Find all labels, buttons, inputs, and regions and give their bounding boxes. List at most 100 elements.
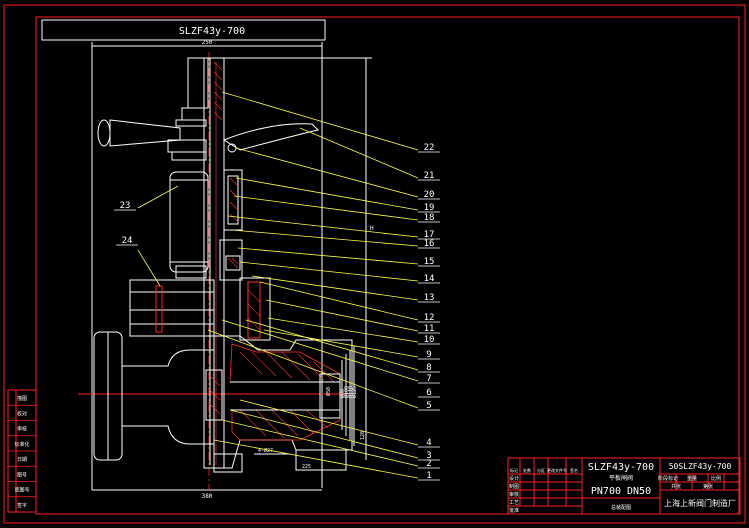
- part-label-7: 7: [418, 374, 440, 384]
- svg-text:3: 3: [426, 451, 431, 461]
- valve-body: [93, 331, 353, 473]
- stamp-label: 审核: [17, 426, 27, 433]
- tb-model-main: SLZF43y-700: [588, 462, 654, 473]
- tb-stage-label: 阶段标记: [658, 475, 678, 482]
- part-label-3: 3: [418, 451, 440, 461]
- svg-text:19: 19: [424, 203, 435, 213]
- part-label-19: 19: [418, 203, 440, 213]
- svg-text:18: 18: [424, 213, 435, 223]
- part-label-6: 6: [418, 388, 440, 398]
- part-label-1: 1: [418, 471, 440, 481]
- svg-text:11: 11: [424, 324, 435, 334]
- tb-col-label: 分区: [537, 467, 545, 473]
- part-label-24: 24: [116, 236, 138, 246]
- tb-col-label: 标记: [510, 467, 518, 473]
- svg-text:23: 23: [120, 201, 131, 211]
- svg-text:6: 6: [426, 388, 431, 398]
- tb-manufacturer: 上海上新阀门制造厂: [664, 498, 736, 508]
- svg-text:250: 250: [202, 39, 213, 46]
- svg-text:Ø110: Ø110: [347, 386, 354, 398]
- svg-text:5: 5: [426, 401, 431, 411]
- stamp-label: 签字: [17, 502, 27, 509]
- tb-row-label: 审核: [509, 491, 519, 498]
- part-label-2: 2: [418, 459, 440, 469]
- tb-row-label: 批准: [509, 507, 519, 514]
- part-label-13: 13: [418, 293, 440, 303]
- svg-text:21: 21: [424, 171, 435, 181]
- part-label-14: 14: [418, 274, 440, 284]
- svg-text:24: 24: [122, 236, 133, 246]
- stamp-label: 图号: [17, 472, 27, 478]
- svg-text:20: 20: [424, 190, 435, 200]
- svg-text:17: 17: [424, 230, 435, 240]
- dim-height: H: [222, 57, 374, 460]
- part-label-4: 4: [418, 438, 440, 448]
- svg-text:7: 7: [426, 374, 431, 384]
- svg-text:15: 15: [424, 257, 435, 267]
- part-label-10: 10: [418, 335, 440, 345]
- part-label-12: 12: [418, 313, 440, 323]
- tb-row-label: 设计: [509, 475, 519, 482]
- part-label-16: 16: [418, 239, 440, 249]
- svg-text:13: 13: [424, 293, 435, 303]
- svg-text:Ø50: Ø50: [325, 387, 332, 396]
- part-label-20: 20: [418, 190, 440, 200]
- part-label-22: 22: [418, 143, 440, 153]
- tb-col-label: 处数: [523, 467, 531, 473]
- bonnet: [169, 171, 209, 279]
- tb-stage-label: 比例: [711, 475, 721, 482]
- svg-text:4-Ø27: 4-Ø27: [258, 447, 273, 454]
- packing: [219, 169, 243, 281]
- tb-row-label: 制图: [509, 483, 519, 490]
- body-flange: [129, 277, 271, 341]
- outlet-dims: Ø80 Ø100 Ø110 Ø125 Ø50 120 4-Ø27: [254, 346, 366, 455]
- svg-text:14: 14: [424, 274, 435, 284]
- svg-text:Ø125: Ø125: [351, 386, 358, 398]
- part-label-8: 8: [418, 363, 440, 373]
- tb-footer: 总装配图: [611, 504, 631, 511]
- part-label-23: 23: [114, 201, 136, 211]
- svg-text:Ø100: Ø100: [343, 386, 350, 398]
- svg-text:22: 22: [424, 143, 435, 153]
- top-title: SLZF43y-700: [179, 26, 245, 37]
- top-title-box: [41, 19, 326, 41]
- part-label-5: 5: [418, 401, 440, 411]
- leader-lines: [137, 91, 419, 479]
- tb-name-main: 平板闸阀: [609, 474, 633, 482]
- part-label-11: 11: [418, 324, 440, 334]
- part-label-9: 9: [418, 350, 440, 360]
- svg-text:12: 12: [424, 313, 435, 323]
- part-label-21: 21: [418, 171, 440, 181]
- dim-bottom-width: 380 225: [92, 464, 322, 500]
- svg-text:2: 2: [426, 459, 431, 469]
- svg-text:225: 225: [302, 464, 311, 470]
- stamp-label: 校对: [17, 410, 27, 417]
- stamp-label: 标准化: [14, 441, 29, 448]
- part-label-15: 15: [418, 257, 440, 267]
- handwheel: [97, 107, 319, 161]
- dim-top-width: 250: [91, 39, 323, 490]
- svg-text:16: 16: [424, 239, 435, 249]
- tb-sheet-label: 第张: [703, 483, 713, 490]
- tb-spec-main: PN700 DN50: [591, 486, 651, 497]
- svg-text:4: 4: [426, 438, 431, 448]
- svg-text:9: 9: [426, 350, 431, 360]
- svg-text:120: 120: [360, 431, 366, 440]
- svg-text:10: 10: [424, 335, 435, 345]
- stamp-label: 描图: [17, 395, 27, 402]
- tb-stage-label: 重量: [687, 475, 697, 482]
- tb-row-label: 工艺: [509, 500, 519, 506]
- stamp-label: 日期: [17, 457, 27, 463]
- tb-col-label: 更改文件号: [547, 467, 567, 473]
- tb-col-label: 签名: [570, 467, 578, 473]
- inner-frame: [35, 16, 740, 515]
- svg-text:8: 8: [426, 363, 431, 373]
- svg-text:H: H: [370, 225, 374, 232]
- title-block: SLZF43y-700 平板闸阀 PN700 DN50 总装配图 50SLZF4…: [507, 457, 741, 515]
- tb-sheet-label: 共张: [671, 483, 681, 490]
- svg-text:1: 1: [426, 471, 431, 481]
- stamp-label: 底图号: [14, 487, 29, 494]
